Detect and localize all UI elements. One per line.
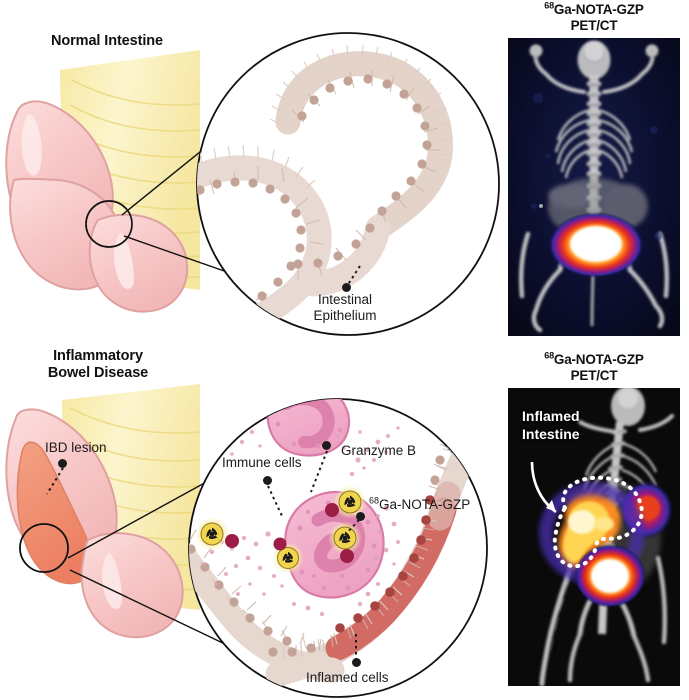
normal-intestine-illustration: [5, 50, 201, 313]
panel-title-ibd: Inflammatory Bowel Disease: [18, 348, 178, 382]
callout-dot-immune-cells: [263, 476, 272, 485]
tracer-text: Ga-NOTA-GZP: [379, 497, 471, 512]
pet-ibd-title-line2: PET/CT: [570, 368, 618, 383]
inflamed-intestine-annotation: Inflamed Intestine: [530, 461, 557, 514]
tracer-sup: 68: [369, 495, 380, 506]
ibd-title-line2: Bowel Disease: [47, 365, 149, 381]
callout-dot-granzyme-b: [322, 441, 331, 450]
leader-ibd-lesion: [46, 467, 64, 495]
pet-normal-title-line2: PET/CT: [570, 18, 618, 33]
pet-ibd-title-line1: Ga-NOTA-GZP: [553, 352, 644, 367]
leader-granzyme-b: [310, 450, 328, 493]
pet-ibd-canvas: Inflamed Intestine: [508, 388, 680, 686]
immune-cell-top: [266, 399, 351, 457]
tracer-molecule-2: [328, 521, 362, 563]
callout-label-granzyme-b: Granzyme B: [341, 443, 417, 458]
epithelium-line1: Intestinal: [317, 292, 373, 307]
pet-ct-image-ibd: Inflamed Intestine Inflamed Intestine: [508, 388, 680, 686]
leader-immune-cells: [267, 485, 283, 517]
epithelium-line2: Epithelium: [313, 307, 377, 323]
leader-tracer: [343, 519, 360, 537]
pet-normal-sup: 68: [544, 0, 554, 11]
callout-dot-epithelium: [342, 283, 351, 292]
pet-ibd-annotation-line1: Inflamed: [522, 408, 580, 424]
ibd-title-line1: Inflammatory: [53, 348, 143, 364]
callout-dot-ibd-lesion: [58, 459, 67, 468]
pet-normal-title-line1: Ga-NOTA-GZP: [553, 2, 644, 17]
callout-label-epithelium: Intestinal Epithelium: [285, 292, 405, 323]
pet-ibd-annotation-line2: Intestine: [522, 426, 580, 442]
callout-label-tracer: 68Ga-NOTA-GZP: [369, 495, 471, 513]
pet-ibd-title: 68Ga-NOTA-GZP PET/CT: [505, 350, 683, 384]
pet-normal-canvas: [508, 38, 680, 336]
roi-dotted-outline: [552, 475, 644, 569]
callout-dot-tracer: [356, 512, 365, 521]
callout-label-inflamed-cells: Inflamed cells: [306, 670, 389, 685]
tracer-molecule-4: [272, 537, 304, 574]
pet-ct-image-normal: [508, 38, 680, 336]
pet-ibd-sup: 68: [544, 350, 554, 361]
tracer-molecule-3: [195, 517, 239, 551]
pet-normal-title: 68Ga-NOTA-GZP PET/CT: [505, 0, 683, 34]
zoom-leader-lines-normal: [121, 117, 251, 281]
callout-label-immune-cells: Immune cells: [222, 455, 302, 470]
ibd-magnifier: [188, 398, 488, 698]
panel-title-normal-intestine: Normal Intestine: [50, 33, 163, 49]
callout-dot-inflamed-cells: [352, 658, 361, 667]
zoom-leader-lines-ibd: [67, 457, 251, 657]
callout-label-ibd-lesion: IBD lesion: [45, 440, 107, 455]
